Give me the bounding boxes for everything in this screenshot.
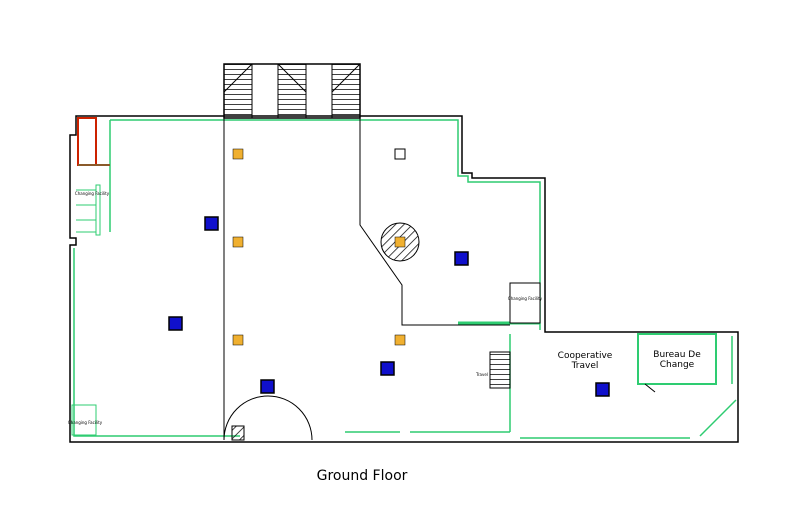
cooperative-travel-label: Cooperative: [558, 351, 613, 361]
orange-marker: [394, 334, 406, 346]
interior-walls: [71, 118, 717, 441]
blue-marker: [168, 316, 183, 331]
stairwells: [223, 63, 361, 119]
cooperative-travel-label: Travel: [571, 361, 599, 371]
travel-label: Travel: [475, 372, 488, 377]
white-marker: [394, 148, 406, 160]
orange-marker: [232, 236, 244, 248]
changing-label: Changing Facility: [508, 296, 543, 301]
changing-label: Changing Facility: [68, 420, 103, 425]
outer-walls: [69, 115, 739, 443]
orange-marker: [232, 148, 244, 160]
changing-label: Changing Facility: [75, 191, 110, 196]
blue-marker: [260, 379, 275, 394]
blue-marker: [380, 361, 395, 376]
floor-title: Ground Floor: [317, 468, 408, 484]
orange-marker: [232, 334, 244, 346]
orange-marker: [394, 236, 406, 248]
markers: [168, 148, 610, 397]
blue-marker: [454, 251, 469, 266]
bureau-label: Bureau De: [653, 350, 701, 360]
blue-marker: [204, 216, 219, 231]
blue-marker: [595, 382, 610, 397]
bureau-label: Change: [660, 360, 695, 370]
